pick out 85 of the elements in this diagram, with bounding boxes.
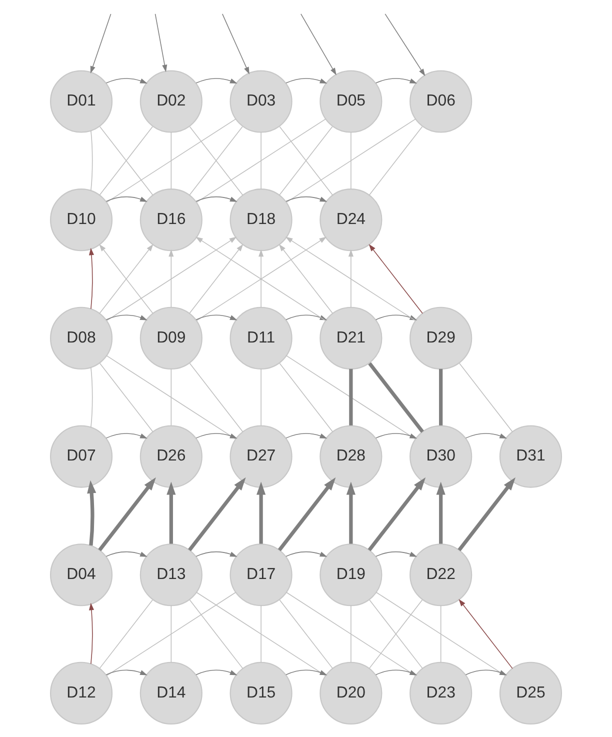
arrow bbox=[196, 670, 238, 676]
arrow bbox=[106, 670, 148, 676]
arrow bbox=[458, 599, 513, 669]
connector bbox=[260, 368, 262, 426]
connector bbox=[260, 605, 262, 663]
arrow bbox=[256, 482, 266, 544]
node-circle: D01 bbox=[50, 70, 113, 133]
arrow bbox=[196, 196, 238, 202]
arrow bbox=[106, 236, 237, 321]
arrow bbox=[106, 314, 148, 320]
arrow bbox=[189, 244, 244, 314]
connector bbox=[189, 362, 244, 432]
connector bbox=[350, 605, 352, 663]
arrow bbox=[375, 670, 418, 676]
connector bbox=[106, 118, 236, 203]
arrow bbox=[166, 482, 176, 544]
arrow bbox=[384, 14, 426, 76]
arrow bbox=[465, 670, 507, 676]
connector bbox=[368, 362, 424, 433]
arrow bbox=[222, 14, 250, 74]
arrow bbox=[196, 551, 238, 557]
connector bbox=[170, 132, 172, 190]
arrow bbox=[368, 477, 426, 552]
connector bbox=[106, 355, 236, 440]
arrow bbox=[436, 482, 446, 544]
arrow bbox=[368, 244, 423, 314]
connector bbox=[368, 126, 423, 196]
arrow bbox=[300, 14, 336, 76]
node-circle: D07 bbox=[50, 425, 113, 488]
arrow bbox=[196, 78, 238, 84]
connector bbox=[350, 132, 352, 190]
arrow bbox=[346, 482, 356, 544]
connector bbox=[279, 600, 334, 669]
arrow bbox=[458, 477, 516, 552]
connector bbox=[196, 118, 326, 203]
arrow bbox=[286, 78, 328, 84]
arrow bbox=[168, 249, 174, 308]
connector bbox=[106, 592, 236, 676]
arrow bbox=[286, 196, 328, 202]
arrow bbox=[106, 196, 148, 202]
arrow bbox=[375, 78, 418, 84]
connector bbox=[189, 600, 244, 669]
arrow bbox=[98, 477, 156, 552]
connector bbox=[286, 355, 416, 440]
arrow bbox=[375, 433, 418, 439]
connector bbox=[260, 132, 262, 190]
arrow bbox=[196, 433, 238, 439]
arrow bbox=[465, 433, 507, 439]
arrow bbox=[154, 14, 168, 72]
connector bbox=[349, 368, 353, 426]
connector bbox=[100, 362, 154, 432]
connector bbox=[286, 118, 416, 203]
arrow bbox=[106, 78, 148, 84]
arrow bbox=[278, 244, 334, 314]
arrow bbox=[196, 314, 238, 320]
connector bbox=[170, 605, 172, 663]
arrow bbox=[188, 477, 246, 552]
connector bbox=[459, 362, 513, 432]
arrow bbox=[87, 480, 96, 546]
arrow bbox=[348, 249, 354, 308]
node-circle: D04 bbox=[50, 544, 113, 606]
connector bbox=[279, 362, 334, 432]
node-circle: D12 bbox=[50, 662, 113, 724]
connector bbox=[99, 600, 153, 669]
arrow bbox=[106, 433, 148, 439]
arrow bbox=[88, 602, 94, 664]
connector bbox=[440, 605, 442, 663]
connector bbox=[170, 368, 172, 426]
arrow bbox=[99, 244, 154, 314]
arrow bbox=[286, 433, 328, 439]
arrow bbox=[286, 551, 328, 557]
connector bbox=[439, 368, 443, 426]
arrow bbox=[258, 249, 264, 308]
node-circle: D08 bbox=[50, 306, 113, 370]
connector bbox=[90, 130, 93, 191]
arrow bbox=[88, 248, 94, 310]
arrow bbox=[90, 14, 112, 74]
connector bbox=[286, 592, 416, 676]
arrow bbox=[286, 670, 328, 676]
arrow bbox=[278, 477, 336, 552]
connector bbox=[90, 367, 93, 428]
arrow bbox=[375, 551, 418, 557]
arrow bbox=[106, 551, 148, 557]
connector bbox=[196, 592, 326, 676]
connector bbox=[376, 592, 506, 676]
